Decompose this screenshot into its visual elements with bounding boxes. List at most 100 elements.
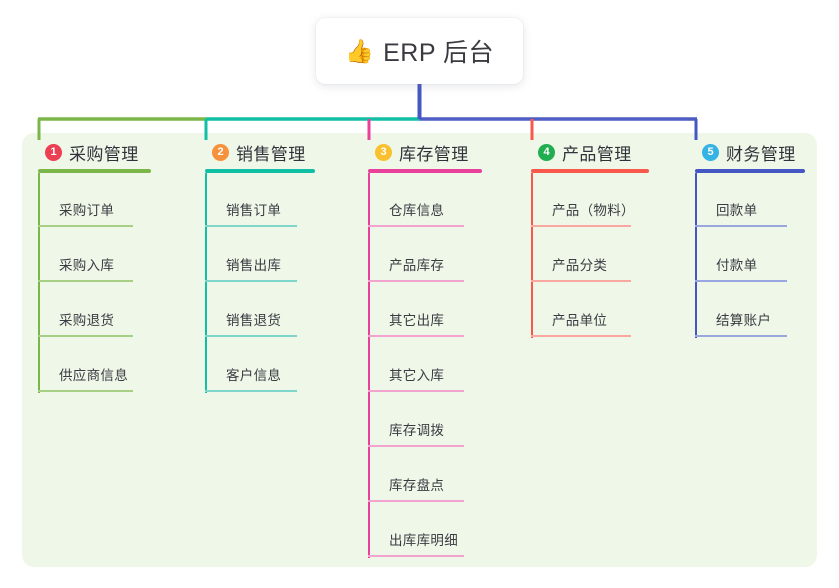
module-item-label: 库存盘点 <box>389 478 445 493</box>
branch-spine <box>368 173 370 558</box>
module-item-list: 回款单付款单结算账户 <box>690 173 800 338</box>
module-item-rule <box>368 555 464 557</box>
module-item-label: 客户信息 <box>226 368 282 383</box>
module-item-list: 仓库信息产品库存其它出库其它入库库存调拨库存盘点出库库明细 <box>363 173 477 558</box>
module-item-label: 产品单位 <box>552 313 608 328</box>
module-item[interactable]: 出库库明细 <box>363 503 477 558</box>
module-badge-icon: 5 <box>702 143 719 161</box>
module-item-rule <box>531 280 631 282</box>
module-column-2: 2 销售管理销售订单销售出库销售退货客户信息 <box>200 139 315 393</box>
module-item-label: 销售出库 <box>226 258 282 273</box>
thumbs-up-icon: 👍 <box>344 37 375 64</box>
module-item[interactable]: 库存调拨 <box>363 393 477 448</box>
module-item-rule <box>205 390 297 392</box>
module-item[interactable]: 客户信息 <box>200 338 310 393</box>
module-item-rule <box>38 335 133 337</box>
module-underline <box>695 169 805 173</box>
module-item-rule <box>531 225 631 227</box>
module-item-label: 结算账户 <box>716 313 772 328</box>
module-item-label: 产品分类 <box>552 258 608 273</box>
module-item-rule <box>368 390 464 392</box>
module-item-label: 其它出库 <box>389 313 445 328</box>
module-item-rule <box>531 335 631 337</box>
module-item[interactable]: 采购退货 <box>33 283 151 338</box>
module-item-rule <box>205 280 297 282</box>
module-item[interactable]: 采购订单 <box>33 173 151 228</box>
module-item[interactable]: 采购入库 <box>33 228 151 283</box>
module-item[interactable]: 销售出库 <box>200 228 310 283</box>
module-item-rule <box>38 390 133 392</box>
module-column-3: 3 库存管理仓库信息产品库存其它出库其它入库库存调拨库存盘点出库库明细 <box>363 139 482 558</box>
module-item[interactable]: 产品分类 <box>526 228 644 283</box>
module-item-label: 供应商信息 <box>59 368 128 383</box>
module-header-4[interactable]: 4 产品管理 <box>526 139 644 165</box>
module-item-label: 出库库明细 <box>389 533 458 548</box>
module-title: 销售管理 <box>236 144 306 164</box>
root-label: 👍 ERP 后台 <box>345 33 494 69</box>
module-item-label: 产品（物料） <box>552 203 635 218</box>
module-item-label: 产品库存 <box>389 258 445 273</box>
module-item-rule <box>38 280 133 282</box>
module-item-rule <box>368 280 464 282</box>
module-item-list: 采购订单采购入库采购退货供应商信息 <box>33 173 151 393</box>
root-node[interactable]: 👍 ERP 后台 <box>316 18 523 84</box>
module-item-rule <box>695 335 787 337</box>
module-item[interactable]: 仓库信息 <box>363 173 477 228</box>
module-item-rule <box>368 445 464 447</box>
module-item-rule <box>205 335 297 337</box>
module-item-rule <box>695 225 787 227</box>
module-item-rule <box>205 225 297 227</box>
module-item-label: 仓库信息 <box>389 203 445 218</box>
module-item[interactable]: 结算账户 <box>690 283 800 338</box>
module-item-rule <box>695 280 787 282</box>
module-item-label: 付款单 <box>716 258 758 273</box>
module-item[interactable]: 销售退货 <box>200 283 310 338</box>
module-header-1[interactable]: 1 采购管理 <box>33 139 151 165</box>
module-item-list: 产品（物料） 产品分类产品单位 <box>526 173 644 338</box>
module-item[interactable]: 供应商信息 <box>33 338 151 393</box>
module-item[interactable]: 产品库存 <box>363 228 477 283</box>
module-underline <box>205 169 315 173</box>
module-item-label: 销售订单 <box>226 203 282 218</box>
module-item-label: 其它入库 <box>389 368 445 383</box>
module-item[interactable]: 库存盘点 <box>363 448 477 503</box>
module-item-rule <box>368 500 464 502</box>
branch-spine <box>695 173 697 338</box>
module-item-rule <box>368 335 464 337</box>
module-title: 采购管理 <box>69 144 139 164</box>
module-item-list: 销售订单销售出库销售退货客户信息 <box>200 173 310 393</box>
module-item-label: 采购订单 <box>59 203 115 218</box>
module-column-1: 1 采购管理采购订单采购入库采购退货供应商信息 <box>33 139 151 393</box>
module-badge-icon: 4 <box>538 143 555 161</box>
module-underline <box>38 169 151 173</box>
module-column-4: 4 产品管理产品（物料） 产品分类产品单位 <box>526 139 649 338</box>
module-badge-icon: 1 <box>45 143 62 161</box>
module-item[interactable]: 产品单位 <box>526 283 644 338</box>
module-title: 库存管理 <box>399 144 469 164</box>
module-item-label: 采购入库 <box>59 258 115 273</box>
root-title: ERP 后台 <box>383 39 495 67</box>
module-badge-icon: 2 <box>212 143 229 161</box>
module-item[interactable]: 其它出库 <box>363 283 477 338</box>
module-title: 产品管理 <box>562 144 632 164</box>
branch-spine <box>205 173 207 393</box>
module-header-2[interactable]: 2 销售管理 <box>200 139 310 165</box>
module-item-rule <box>38 225 133 227</box>
module-badge-icon: 3 <box>375 143 392 161</box>
module-item[interactable]: 产品（物料） <box>526 173 644 228</box>
module-underline <box>531 169 649 173</box>
module-item-label: 回款单 <box>716 203 758 218</box>
modules-panel <box>22 133 817 567</box>
module-item[interactable]: 销售订单 <box>200 173 310 228</box>
branch-spine <box>38 173 40 393</box>
module-item-rule <box>368 225 464 227</box>
module-item-label: 采购退货 <box>59 313 115 328</box>
module-header-3[interactable]: 3 库存管理 <box>363 139 477 165</box>
module-item[interactable]: 付款单 <box>690 228 800 283</box>
module-item[interactable]: 回款单 <box>690 173 800 228</box>
module-item[interactable]: 其它入库 <box>363 338 477 393</box>
module-underline <box>368 169 482 173</box>
